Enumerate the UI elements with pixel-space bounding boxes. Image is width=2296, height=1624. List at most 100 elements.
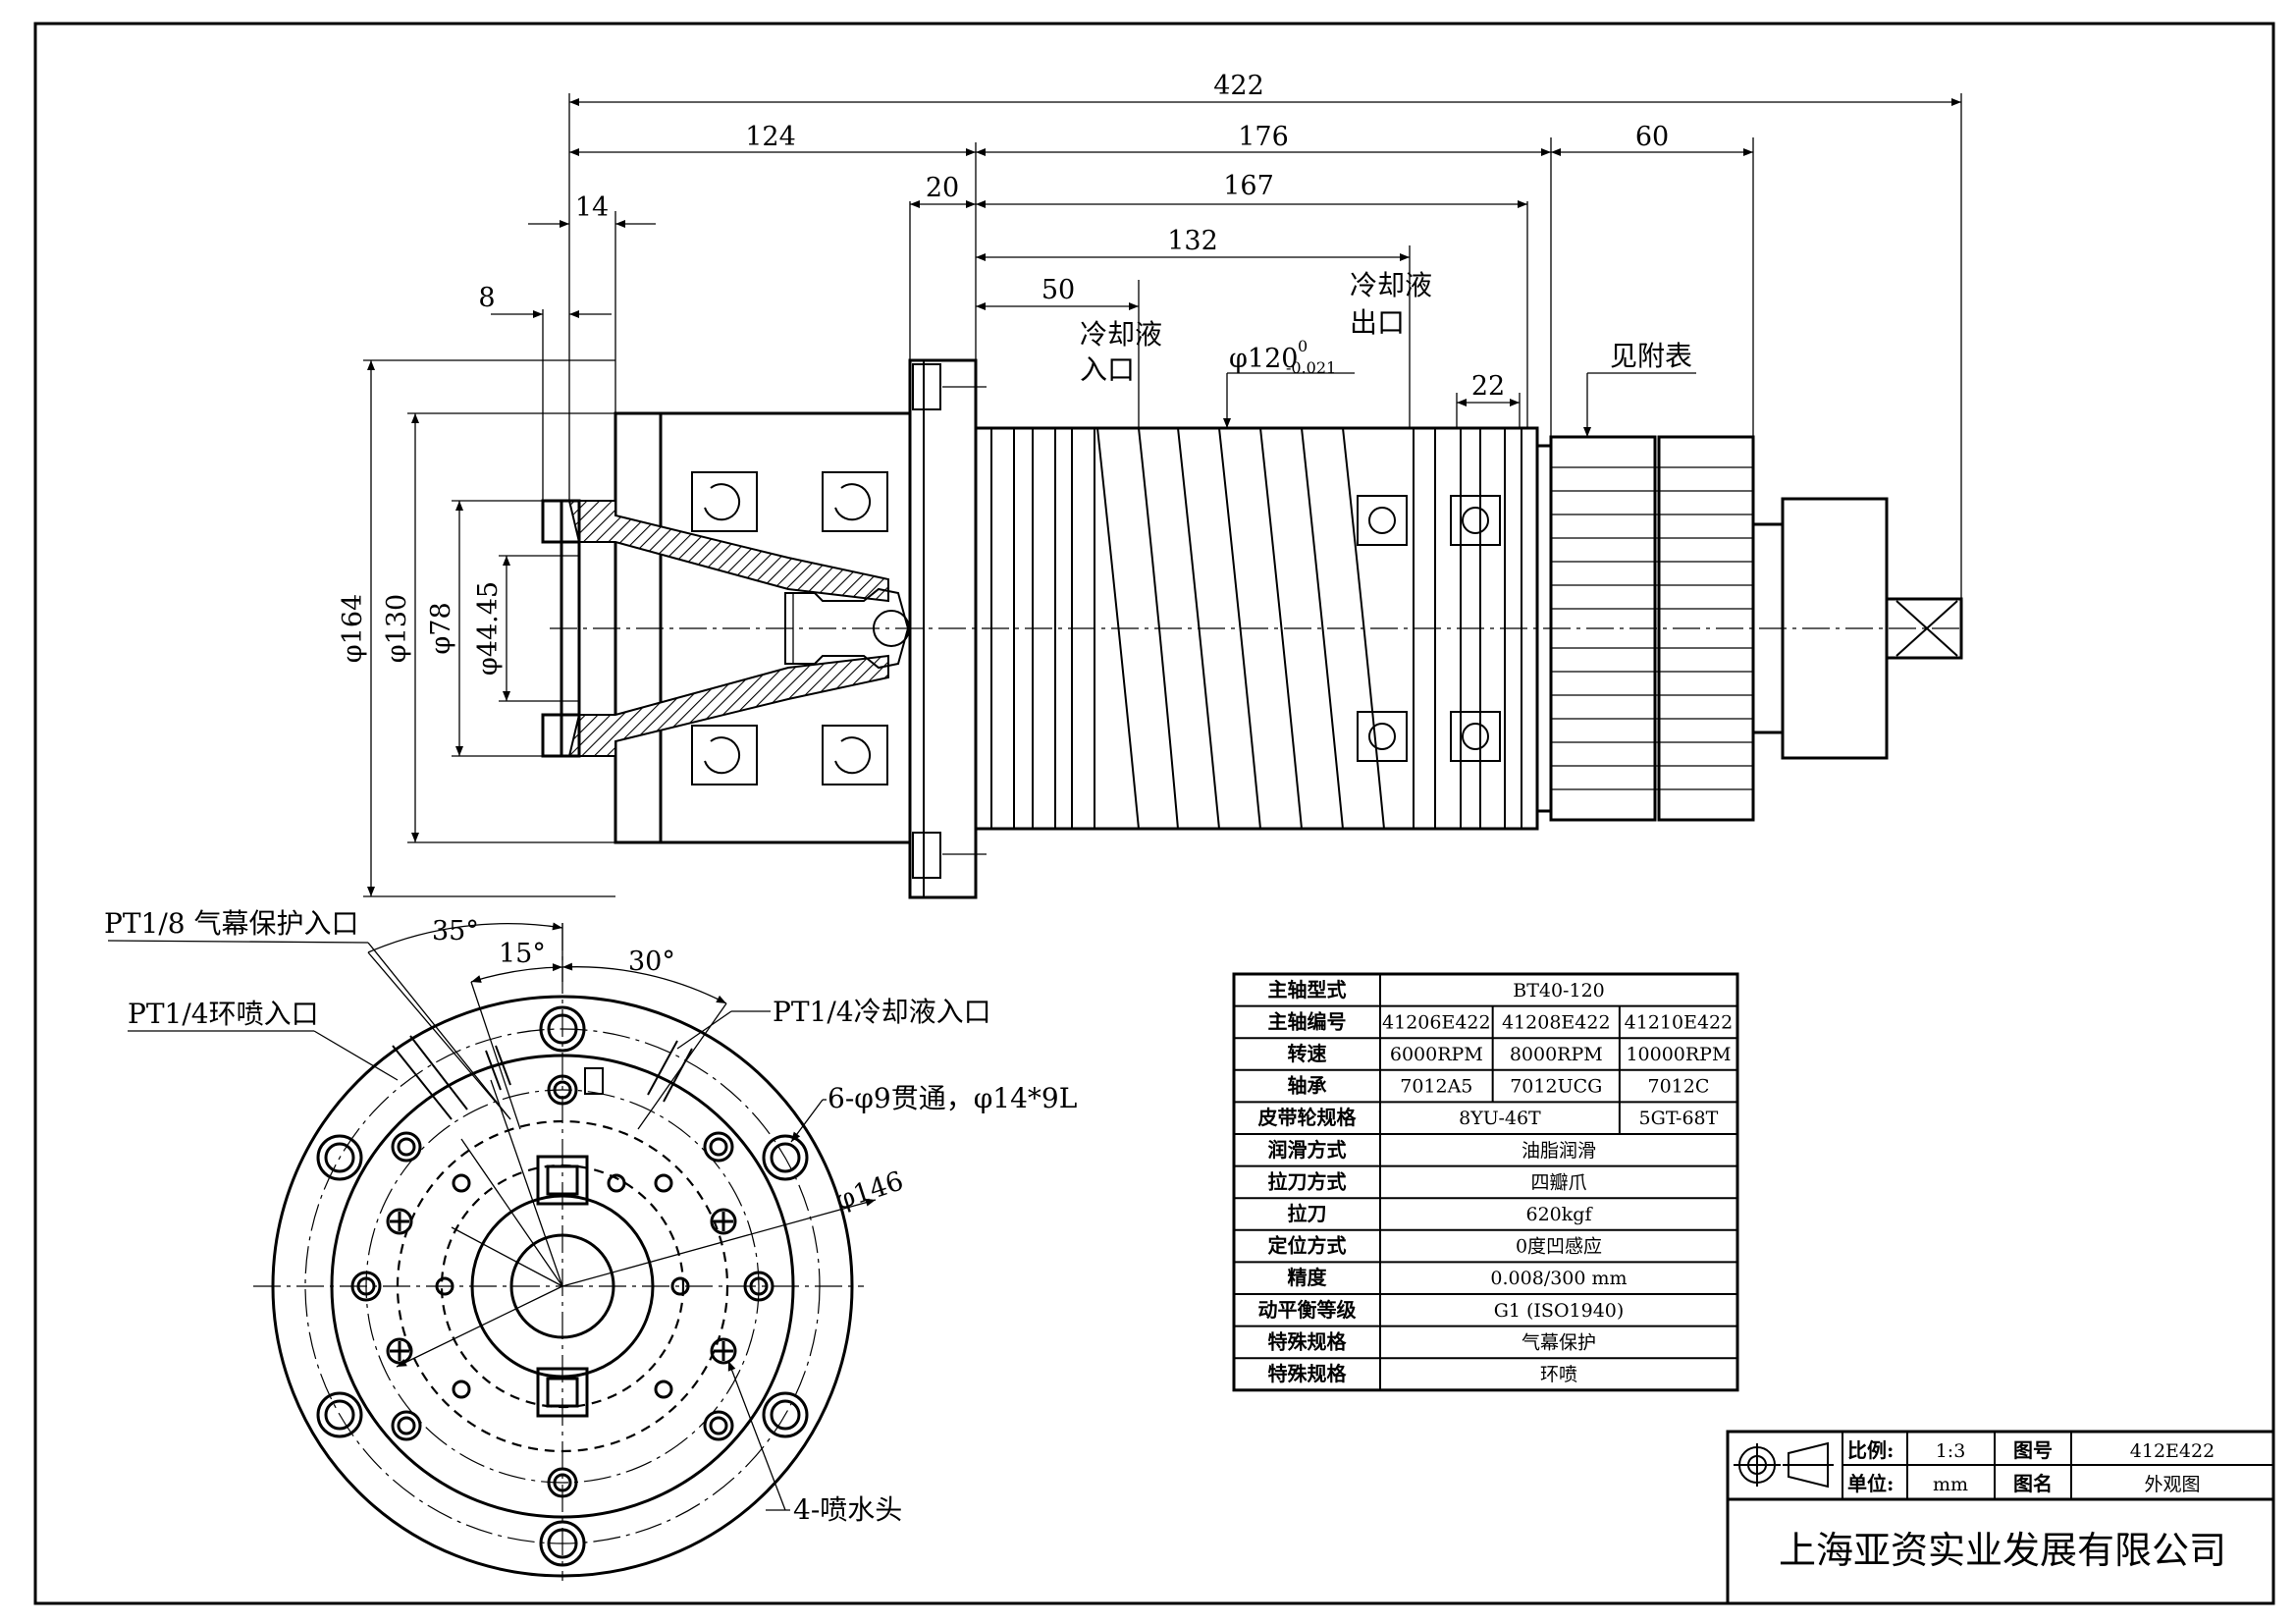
dim-flange-thickness: 20 bbox=[926, 173, 959, 203]
flange-screw bbox=[912, 363, 941, 410]
spec-row-value: 7012UCG bbox=[1510, 1076, 1602, 1098]
through-holes-label: 6-φ9贯通，φ14*9L bbox=[828, 1082, 1077, 1114]
spec-row-name: 精度 bbox=[1288, 1266, 1328, 1289]
svg-text:φ120: φ120 bbox=[1229, 344, 1298, 374]
spec-row-value: 7012A5 bbox=[1400, 1076, 1472, 1098]
spec-row-name: 主轴型式 bbox=[1268, 978, 1347, 1001]
coolant-inlet-label-2: 入口 bbox=[1080, 353, 1135, 386]
svg-text:见附表: 见附表 bbox=[1610, 340, 1692, 372]
dim-dia-120: φ120 0 -0.021 bbox=[1223, 337, 1355, 428]
dim-dia-164: φ164 bbox=[338, 594, 368, 663]
spec-row-name: 动平衡等级 bbox=[1258, 1298, 1357, 1322]
spec-row-name: 拉刀 bbox=[1288, 1202, 1327, 1225]
spec-row: 润滑方式 油脂润滑 bbox=[1268, 1138, 1597, 1162]
dim-dia-44-45: φ44.45 bbox=[473, 581, 504, 676]
bolt-hole bbox=[350, 1074, 774, 1498]
spindle-side-view bbox=[541, 358, 1963, 899]
dim-overall: 422 bbox=[1213, 71, 1264, 101]
ring-spray-port-label: PT1/4环喷入口 bbox=[128, 998, 319, 1030]
spec-row-value: BT40-120 bbox=[1513, 980, 1605, 1001]
spec-row-value: 41210E422 bbox=[1625, 1011, 1734, 1033]
housing-window bbox=[691, 471, 888, 785]
spiral-coolant-groove bbox=[1096, 427, 1385, 830]
coolant-port-label: PT1/4冷却液入口 bbox=[773, 996, 991, 1028]
dim-body-length: 176 bbox=[1238, 122, 1289, 152]
spec-row: 动平衡等级 G1 (ISO1940) bbox=[1258, 1298, 1625, 1322]
unit-value: mm bbox=[1933, 1474, 1968, 1495]
dim-angle-30: 30° bbox=[628, 947, 675, 977]
spec-row-name: 拉刀方式 bbox=[1268, 1169, 1347, 1193]
spec-row-value: 10000RPM bbox=[1626, 1044, 1731, 1065]
dim-front-section: 124 bbox=[745, 122, 796, 152]
side-view-dimensions: 422 124 176 60 20 167 132 50 14 8 22 φ16… bbox=[338, 71, 1962, 897]
spec-row: 特殊规格 环喷 bbox=[1268, 1362, 1578, 1385]
scale-value: 1:3 bbox=[1936, 1440, 1966, 1462]
spec-row-value: 41206E422 bbox=[1382, 1011, 1491, 1033]
spec-row-value: 5GT-68T bbox=[1639, 1108, 1719, 1129]
spec-row-value: G1 (ISO1940) bbox=[1494, 1300, 1625, 1322]
svg-text:-0.021: -0.021 bbox=[1286, 358, 1336, 377]
spec-row-value: 7012C bbox=[1647, 1076, 1709, 1098]
dim-dia-78: φ78 bbox=[426, 602, 456, 654]
dim-face-offset: 14 bbox=[575, 192, 609, 223]
dim-nose-offset: 8 bbox=[478, 283, 495, 313]
dim-to-coolant-inlet: 50 bbox=[1041, 275, 1075, 305]
drawing-no: 412E422 bbox=[2130, 1440, 2215, 1462]
sheet-border bbox=[33, 22, 2275, 1605]
spec-row-name: 特殊规格 bbox=[1268, 1362, 1348, 1385]
title-block: 比例: 1:3 单位: mm 图号 412E422 图名 外观图 上海亚资实业发… bbox=[1726, 1430, 2275, 1605]
spec-row: 主轴型式 BT40-120 bbox=[1268, 978, 1605, 1001]
spec-row-value: 气幕保护 bbox=[1522, 1331, 1596, 1353]
projection-symbol bbox=[1734, 1441, 1834, 1489]
spec-row-name: 定位方式 bbox=[1268, 1234, 1347, 1258]
spec-row-name: 主轴编号 bbox=[1268, 1009, 1347, 1033]
dim-dia-130: φ130 bbox=[382, 594, 412, 663]
spec-row-value: 41208E422 bbox=[1502, 1011, 1611, 1033]
spec-row-value: 环喷 bbox=[1540, 1364, 1577, 1385]
dim-to-bearing: 167 bbox=[1223, 171, 1274, 201]
spec-row: 定位方式 0度凹感应 bbox=[1268, 1234, 1603, 1258]
spec-row-value: 0.008/300 mm bbox=[1490, 1268, 1627, 1289]
see-table-leader: 见附表 bbox=[1583, 340, 1696, 437]
pull-stud bbox=[784, 587, 910, 670]
dim-to-coolant-outlet: 132 bbox=[1167, 226, 1218, 256]
spec-row-value: 四瓣爪 bbox=[1530, 1171, 1586, 1193]
coolant-outlet-label-2: 出口 bbox=[1350, 306, 1405, 339]
spec-row: 精度 0.008/300 mm bbox=[1288, 1266, 1628, 1289]
coolant-inlet-label-1: 冷却液 bbox=[1080, 318, 1162, 351]
spec-row-name: 转速 bbox=[1288, 1042, 1327, 1065]
spec-row: 拉刀 620kgf bbox=[1288, 1202, 1594, 1225]
spec-row-name: 特殊规格 bbox=[1268, 1329, 1348, 1353]
flange-screw bbox=[912, 832, 941, 879]
dim-groove-width: 22 bbox=[1471, 371, 1505, 402]
spec-row: 拉刀方式 四瓣爪 bbox=[1268, 1169, 1587, 1193]
svg-text:0: 0 bbox=[1298, 337, 1308, 355]
spec-row-name: 润滑方式 bbox=[1268, 1138, 1347, 1162]
drawing-name: 外观图 bbox=[2144, 1474, 2200, 1495]
spec-row: 特殊规格 气幕保护 bbox=[1268, 1329, 1597, 1353]
spec-table: 主轴型式 BT40-120 主轴编号 41206E422 41208E422 41210E… bbox=[1232, 972, 1739, 1392]
company-name: 上海亚资实业发展有限公司 bbox=[1779, 1529, 2226, 1572]
tail-shaft bbox=[1885, 597, 1963, 660]
sensor-port bbox=[1357, 495, 1501, 762]
scale-label: 比例: bbox=[1847, 1438, 1894, 1462]
dim-dia-146: φ146 bbox=[832, 1165, 908, 1216]
spindle-end-view: 35° 15° 30° φ146 PT1/8 气幕保护入口 PT1/4环喷入口 … bbox=[104, 907, 1077, 1581]
dim-angle-35: 35° bbox=[432, 916, 479, 947]
spec-row-value: 620kgf bbox=[1526, 1204, 1594, 1225]
spec-row-value: 油脂润滑 bbox=[1522, 1140, 1596, 1162]
drive-key bbox=[536, 1155, 589, 1418]
belt-pulley bbox=[1549, 435, 1963, 822]
spec-row: 主轴编号 41206E422 41208E422 41210E422 bbox=[1268, 1009, 1734, 1033]
unit-label: 单位: bbox=[1847, 1472, 1894, 1495]
spec-row-value: 0度凹感应 bbox=[1516, 1236, 1602, 1258]
air-curtain-port-label: PT1/8 气幕保护入口 bbox=[104, 907, 358, 940]
spray-nozzles-label: 4-喷水头 bbox=[793, 1493, 902, 1526]
spindle-body bbox=[974, 426, 1553, 831]
dim-tail-length: 60 bbox=[1635, 122, 1669, 152]
spec-row-value: 8YU-46T bbox=[1459, 1108, 1541, 1129]
drawing-no-label: 图号 bbox=[2013, 1438, 2053, 1462]
